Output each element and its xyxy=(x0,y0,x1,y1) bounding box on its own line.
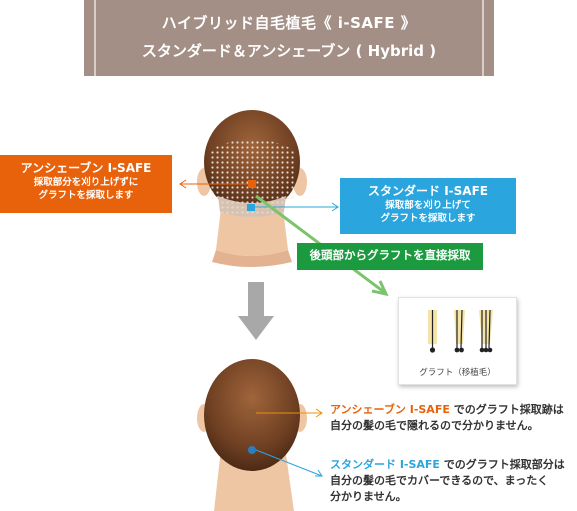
note-standard-line1: スタンダード I-SAFE でのグラフト採取部分は xyxy=(330,457,575,473)
direct-extraction-text: 後頭部からグラフトを直接採取 xyxy=(309,248,471,262)
note-unshaven-line1: アンシェーブン I-SAFE でのグラフト採取跡は xyxy=(330,402,575,418)
note-standard-line3: 分かりません。 xyxy=(330,490,407,503)
bottom-head xyxy=(197,359,307,511)
note-standard-rest: でのグラフト採取部分は xyxy=(439,458,565,471)
unshaven-isafe-label: アンシェーブン I-SAFE 採取部分を刈り上げずに グラフトを採取します xyxy=(0,155,172,213)
note-standard-highlight: スタンダード I-SAFE xyxy=(330,458,440,471)
note-unshaven: アンシェーブン I-SAFE でのグラフト採取跡は 自分の髪の毛で隠れるので分か… xyxy=(330,402,575,434)
top-head xyxy=(197,110,307,267)
note-standard: スタンダード I-SAFE でのグラフト採取部分は 自分の髪の毛でカバーできるの… xyxy=(330,457,575,505)
connector-standard-result xyxy=(255,449,323,477)
unshaven-desc-line2: グラフトを採取します xyxy=(38,190,134,201)
note-unshaven-rest: でのグラフト採取跡は xyxy=(449,403,564,416)
standard-title: スタンダード I-SAFE xyxy=(368,184,488,198)
banner-subtitle: スタンダード＆アンシェーブン ( Hybrid ) xyxy=(141,42,437,60)
graft-panel: グラフト（移植毛） xyxy=(398,297,517,385)
note-unshaven-highlight: アンシェーブン I-SAFE xyxy=(330,403,450,416)
standard-desc-line2: グラフトを採取します xyxy=(380,213,476,224)
standard-desc-line1: 採取部を刈り上げて xyxy=(385,200,471,211)
graft-illustration xyxy=(428,309,493,353)
connector-unshaven xyxy=(179,179,248,189)
down-arrow-icon xyxy=(238,282,274,340)
standard-isafe-label: スタンダード I-SAFE 採取部を刈り上げて グラフトを採取します xyxy=(340,178,516,234)
connector-unshaven-result xyxy=(256,408,323,418)
note-unshaven-line2: 自分の髪の毛で隠れるので分かりません。 xyxy=(330,419,539,432)
unshaven-desc-line1: 採取部分を刈り上げずに xyxy=(33,177,139,188)
unshaven-title: アンシェーブン I-SAFE xyxy=(20,161,152,175)
banner-title: ハイブリッド自毛植毛《 i-SAFE 》 xyxy=(161,14,417,32)
direct-extraction-label: 後頭部からグラフトを直接採取 xyxy=(297,243,483,270)
graft-caption: グラフト（移植毛） xyxy=(419,368,496,378)
note-standard-line2: 自分の髪の毛でカバーできるので、まったく xyxy=(330,474,549,487)
header-banner: ハイブリッド自毛植毛《 i-SAFE 》 スタンダード＆アンシェーブン ( Hy… xyxy=(84,0,494,76)
